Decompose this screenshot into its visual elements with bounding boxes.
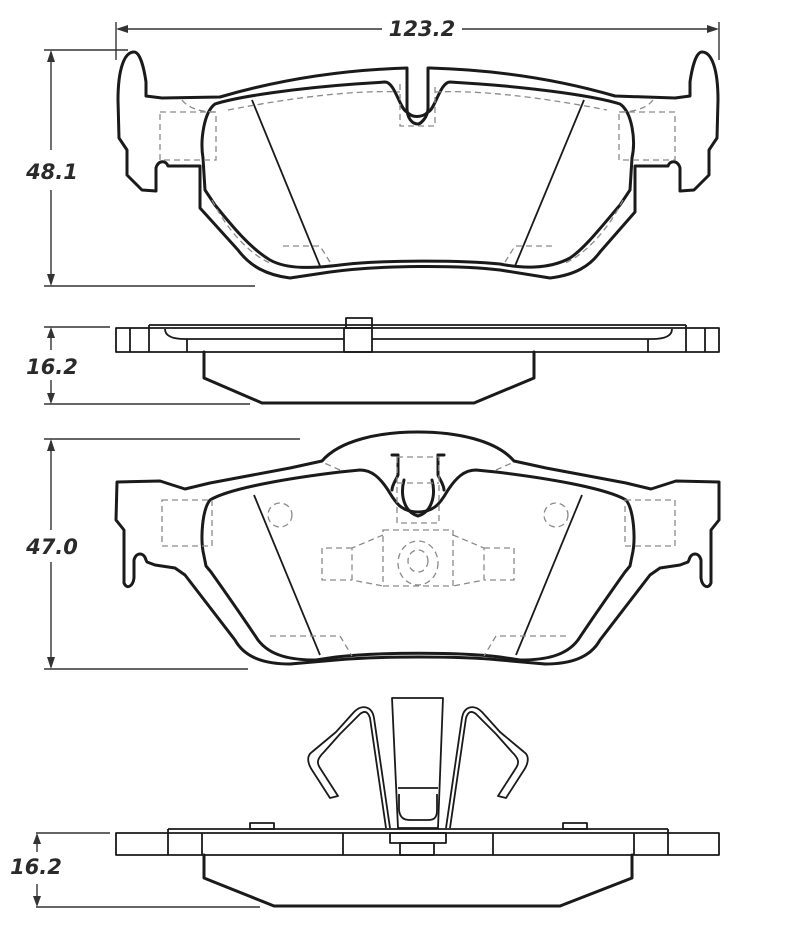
outer-pad-side-view — [115, 317, 720, 405]
outer-pad-thickness-dimension: 16.2 — [26, 326, 250, 405]
outer-pad-height-label: 48.1 — [25, 160, 78, 184]
outer-pad-thickness-label: 16.2 — [26, 355, 78, 379]
inner-pad-height-label: 47.0 — [25, 535, 78, 559]
inner-pad-front-view — [114, 430, 721, 666]
inner-pad-side-view — [115, 822, 720, 908]
width-label: 123.2 — [389, 17, 455, 41]
outer-pad-front-view — [116, 50, 720, 280]
inner-pad-thickness-label: 16.2 — [10, 855, 62, 879]
width-dimension: 123.2 — [115, 17, 720, 60]
inner-pad-thickness-dimension: 16.2 — [10, 832, 260, 908]
inner-pad-height-dimension: 47.0 — [25, 438, 300, 670]
retaining-clip — [307, 697, 529, 829]
outer-pad-height-dimension: 48.1 — [25, 49, 255, 287]
